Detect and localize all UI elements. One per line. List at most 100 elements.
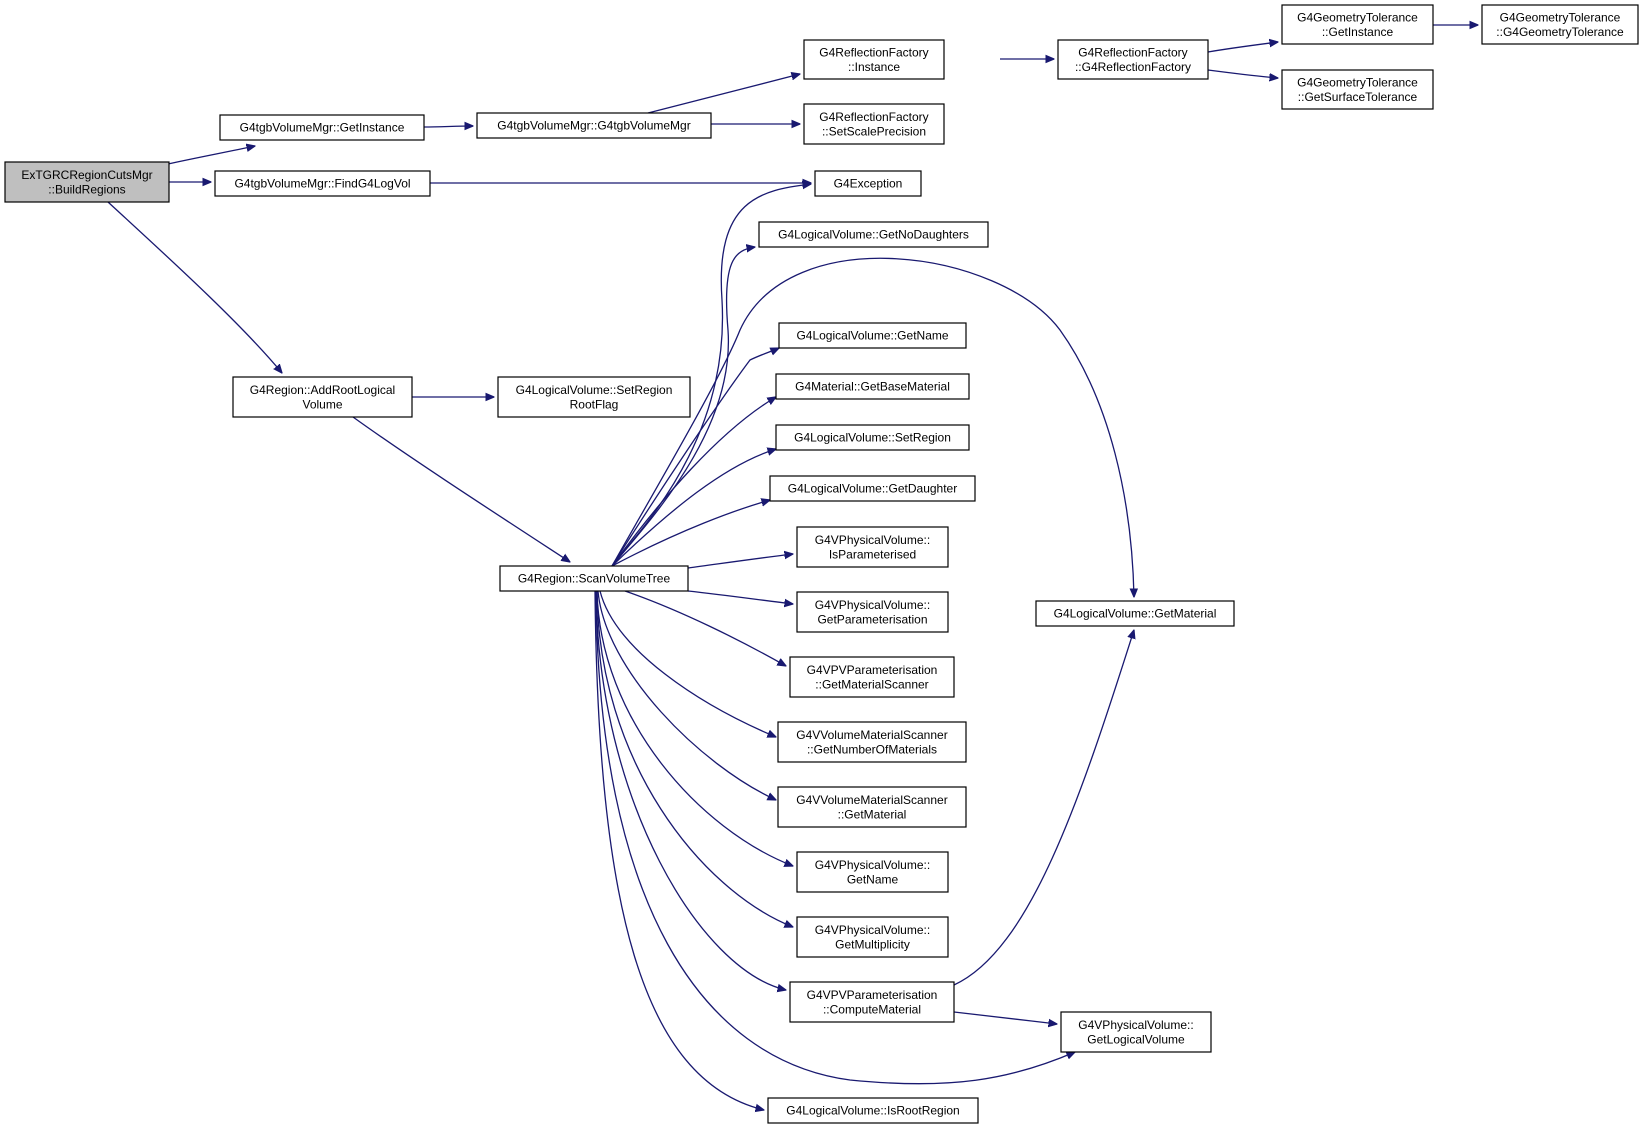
node-mat-getbase[interactable]: G4Material::GetBaseMaterial	[775, 373, 970, 400]
node-pvp-computemat[interactable]: G4VPVParameterisation::ComputeMaterial	[789, 981, 955, 1023]
node-tgb-findlogvol[interactable]: G4tgbVolumeMgr::FindG4LogVol	[214, 170, 431, 197]
node-label: G4Region::ScanVolumeTree	[518, 572, 671, 586]
node-label: ::GetNumberOfMaterials	[807, 742, 937, 756]
node-box	[769, 475, 976, 502]
node-label: G4LogicalVolume::GetDaughter	[788, 482, 957, 496]
node-geomtol-getinstance[interactable]: G4GeometryTolerance::GetInstance	[1281, 4, 1434, 45]
node-refl-setscale[interactable]: G4ReflectionFactory::SetScalePrecision	[803, 103, 945, 145]
node-refl-instance[interactable]: G4ReflectionFactory::Instance	[803, 39, 945, 80]
node-box	[4, 161, 170, 203]
node-pv-getname[interactable]: G4VPhysicalVolume::GetName	[796, 851, 949, 893]
node-box	[796, 526, 949, 568]
node-box	[796, 851, 949, 893]
node-label: G4ReflectionFactory	[819, 110, 928, 124]
node-vms-getmat[interactable]: G4VVolumeMaterialScanner::GetMaterial	[777, 786, 967, 828]
node-label: G4Exception	[834, 177, 903, 191]
node-label: GetMultiplicity	[835, 937, 910, 951]
node-label: G4GeometryTolerance	[1297, 10, 1418, 24]
edge-region_scan-to-lv_getnodaughters	[611, 247, 755, 567]
edge-root-to-region_addroot	[107, 201, 282, 373]
edge-region_scan-to-vms_getnum	[599, 590, 776, 737]
node-label: G4VPhysicalVolume::	[815, 858, 930, 872]
node-box	[789, 981, 955, 1023]
node-label: Volume	[302, 397, 342, 411]
node-lv-getname[interactable]: G4LogicalVolume::GetName	[778, 322, 967, 349]
node-refl-ctor[interactable]: G4ReflectionFactory::G4ReflectionFactory	[1057, 39, 1209, 80]
node-box	[476, 112, 712, 139]
node-label: ::ComputeMaterial	[823, 1002, 921, 1016]
node-pv-getparam[interactable]: G4VPhysicalVolume::GetParameterisation	[796, 591, 949, 633]
edge-region_scan-to-lv_setregion	[611, 449, 776, 567]
node-label: G4VPVParameterisation	[807, 663, 938, 677]
node-box	[214, 170, 431, 197]
edge-region_scan-to-pvp_getmatscanner	[624, 590, 786, 666]
node-pv-isparam[interactable]: G4VPhysicalVolume::IsParameterised	[796, 526, 949, 568]
node-label: IsParameterised	[829, 547, 916, 561]
node-label: ::BuildRegions	[48, 182, 125, 196]
edge-region_scan-to-lv_getdaughter	[611, 500, 770, 567]
node-label: GetParameterisation	[817, 612, 927, 626]
node-label: ::GetSurfaceTolerance	[1298, 90, 1418, 104]
edge-region_scan-to-mat_getbase	[611, 397, 776, 567]
node-box	[803, 39, 945, 80]
node-label: G4GeometryTolerance	[1297, 75, 1418, 89]
node-label: G4tgbVolumeMgr::FindG4LogVol	[234, 177, 410, 191]
node-box	[499, 565, 689, 592]
node-box	[777, 786, 967, 828]
edge-refl_ctor-to-geomtol_getsurf	[1207, 69, 1278, 78]
node-label: G4ReflectionFactory	[1078, 45, 1187, 59]
node-label: G4tgbVolumeMgr::G4tgbVolumeMgr	[497, 119, 690, 133]
node-lv-getdaughter[interactable]: G4LogicalVolume::GetDaughter	[769, 475, 976, 502]
edge-tgb_ctor-to-refl_instance	[647, 74, 800, 114]
node-lv-isrootregion[interactable]: G4LogicalVolume::IsRootRegion	[767, 1097, 979, 1124]
node-box	[803, 103, 945, 145]
edge-region_scan-to-pv_getlogvol	[595, 590, 1075, 1085]
node-box	[777, 721, 967, 763]
node-label: G4VPhysicalVolume::	[1078, 1018, 1193, 1032]
node-lv-getnodaughters[interactable]: G4LogicalVolume::GetNoDaughters	[758, 221, 989, 248]
edge-region_scan-to-lv_getname	[611, 348, 779, 567]
node-region-scan[interactable]: G4Region::ScanVolumeTree	[499, 565, 689, 592]
node-label: ::G4ReflectionFactory	[1075, 60, 1191, 74]
node-lv-getmaterial[interactable]: G4LogicalVolume::GetMaterial	[1035, 600, 1235, 627]
node-tgb-getinstance[interactable]: G4tgbVolumeMgr::GetInstance	[219, 114, 425, 141]
edge-region_scan-to-g4exception	[611, 184, 811, 567]
node-tgb-ctor[interactable]: G4tgbVolumeMgr::G4tgbVolumeMgr	[476, 112, 712, 139]
node-label: G4LogicalVolume::GetName	[796, 329, 948, 343]
edge-refl_ctor-to-geomtol_getinstance	[1207, 42, 1278, 53]
node-lv-setregion[interactable]: G4LogicalVolume::SetRegion	[775, 424, 970, 451]
node-g4exception[interactable]: G4Exception	[814, 170, 922, 197]
node-box	[814, 170, 922, 197]
edge-region_scan-to-pvp_computemat	[595, 590, 786, 990]
node-label: RootFlag	[570, 397, 619, 411]
edge-region_addroot-to-region_scan	[352, 416, 570, 562]
node-root[interactable]: ExTGRCRegionCutsMgr::BuildRegions	[4, 161, 170, 203]
node-pvp-getmatscanner[interactable]: G4VPVParameterisation::GetMaterialScanne…	[789, 656, 955, 698]
node-box	[1281, 69, 1434, 110]
edge-region_scan-to-pv_getmult	[596, 590, 793, 927]
node-label: G4LogicalVolume::GetMaterial	[1054, 607, 1217, 621]
node-box	[796, 591, 949, 633]
node-geomtol-getsurf[interactable]: G4GeometryTolerance::GetSurfaceTolerance	[1281, 69, 1434, 110]
node-label: G4LogicalVolume::GetNoDaughters	[778, 228, 969, 242]
node-pv-getlogvol[interactable]: G4VPhysicalVolume::GetLogicalVolume	[1060, 1011, 1212, 1053]
node-box	[1035, 600, 1235, 627]
node-label: ::GetMaterialScanner	[815, 677, 928, 691]
node-label: G4Material::GetBaseMaterial	[795, 380, 950, 394]
node-vms-getnum[interactable]: G4VVolumeMaterialScanner::GetNumberOfMat…	[777, 721, 967, 763]
edge-region_scan-to-lv_getmaterial	[611, 257, 1134, 597]
node-box	[767, 1097, 979, 1124]
node-box	[1060, 1011, 1212, 1053]
edge-pvp_computemat-to-pv_getlogvol	[953, 1011, 1057, 1024]
node-label: G4VPhysicalVolume::	[815, 598, 930, 612]
node-label: G4tgbVolumeMgr::GetInstance	[240, 121, 405, 135]
node-box	[232, 376, 413, 418]
node-box	[775, 373, 970, 400]
node-label: ::GetInstance	[1322, 25, 1394, 39]
node-geomtol-ctor[interactable]: G4GeometryTolerance::G4GeometryTolerance	[1481, 4, 1639, 45]
call-edges	[107, 25, 1478, 1110]
function-nodes: ExTGRCRegionCutsMgr::BuildRegions G4tgbVo…	[4, 4, 1639, 1124]
node-pv-getmult[interactable]: G4VPhysicalVolume::GetMultiplicity	[796, 916, 949, 958]
